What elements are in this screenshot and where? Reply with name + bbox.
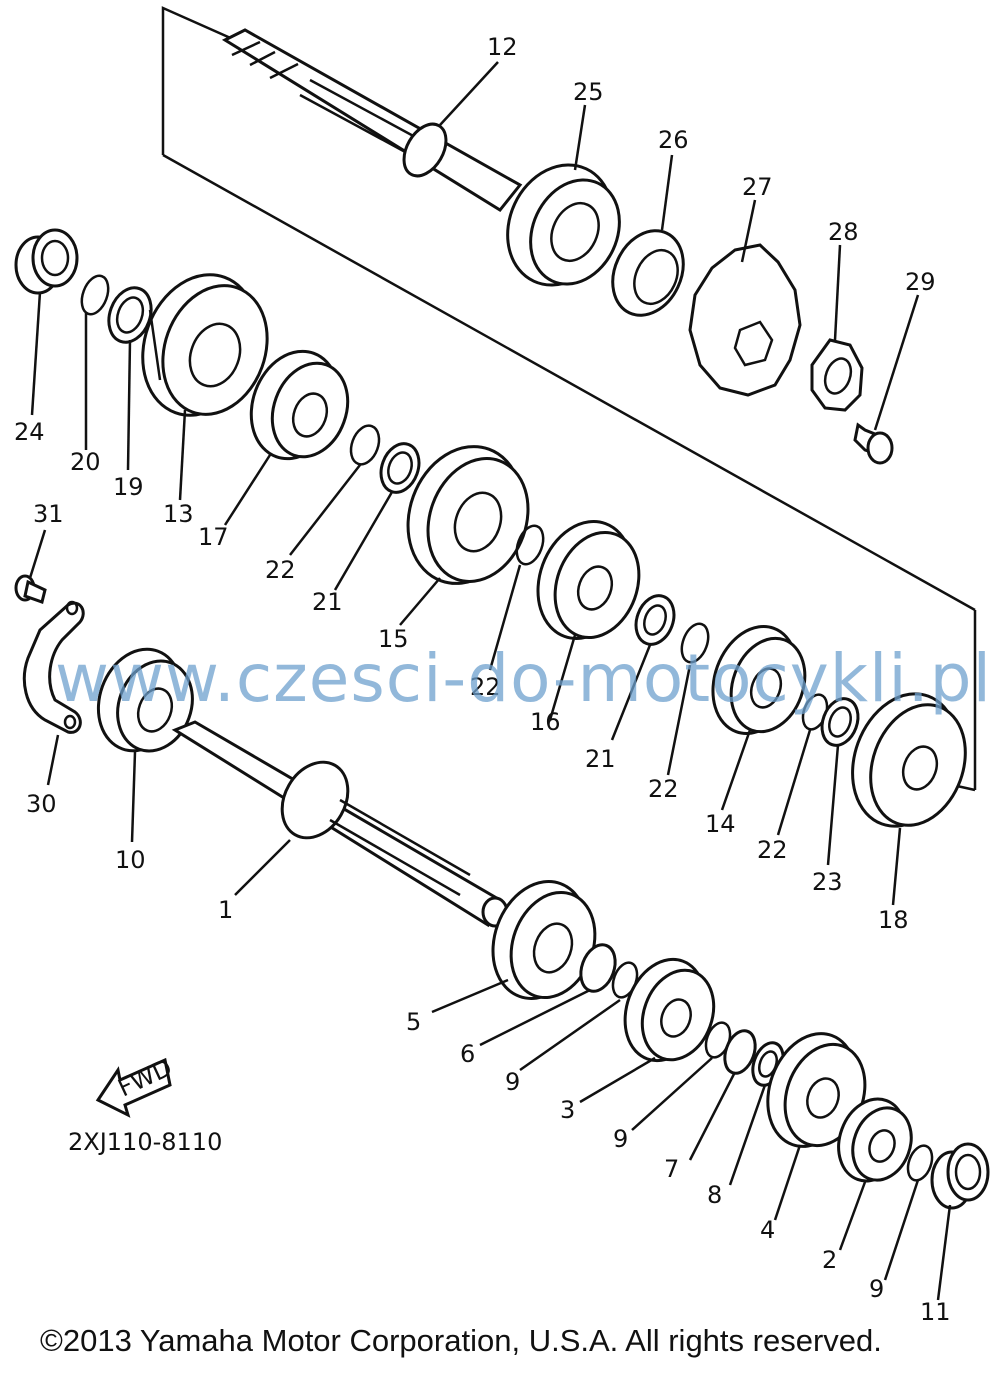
callout-28: 28 [828,218,859,246]
callout-22-c: 22 [648,775,679,803]
circlip-20 [80,274,110,316]
forward-arrow: FWD [95,1053,176,1118]
callout-25: 25 [573,78,604,106]
callout-8: 8 [707,1181,722,1209]
washer-21-lower [634,594,676,646]
screw-31 [14,574,47,604]
callout-10: 10 [115,846,146,874]
callout-1: 1 [218,896,233,924]
callout-2: 2 [822,1246,837,1274]
callout-19: 19 [113,473,144,501]
callout-15: 15 [378,625,409,653]
callout-5: 5 [406,1008,421,1036]
callout-11: 11 [920,1298,951,1326]
callout-14: 14 [705,810,736,838]
callout-4: 4 [760,1216,775,1244]
gear-16 [536,520,641,640]
callout-30: 30 [26,790,57,818]
bearing-11 [930,1142,990,1210]
callout-17: 17 [198,523,229,551]
callout-22-d: 22 [757,836,788,864]
callout-7: 7 [664,1155,679,1183]
callout-9-c: 9 [869,1275,884,1303]
callout-29: 29 [905,268,936,296]
washer-7 [723,1029,757,1075]
callout-numbers: 12 25 26 27 28 29 24 20 19 13 17 22 21 1… [14,33,951,1326]
gear-15 [406,445,530,585]
lock-washer-28 [810,338,864,412]
gear-13 [141,273,269,417]
circlip-9-right [906,1144,934,1182]
callout-12: 12 [487,33,518,61]
oil-seal-26 [611,229,685,317]
callout-27: 27 [742,173,773,201]
callout-3: 3 [560,1096,575,1124]
leader-lines [28,61,952,1301]
callout-26: 26 [658,126,689,154]
gear-2 [837,1097,913,1183]
bearing-stopper-30 [22,600,85,734]
gear-3 [623,957,716,1063]
callout-6: 6 [460,1040,475,1068]
gear-5 [491,880,597,1000]
callout-18: 18 [878,906,909,934]
washer-21-upper [379,442,421,494]
watermark: www.czesci-do-motocykli.pl [55,640,992,717]
washer-23 [820,697,860,747]
callout-22-a: 22 [265,556,296,584]
callout-21-b: 21 [585,745,616,773]
callout-9-a: 9 [505,1068,520,1096]
gear-14 [711,625,807,735]
bearing-24 [14,228,79,295]
bolt-29 [853,422,894,465]
callout-16: 16 [530,708,561,736]
circlip-22-middle [515,524,545,566]
bearing-10 [96,647,194,753]
diagram-code: 2XJ110-8110 [68,1128,222,1156]
circlip-22-upper [349,424,381,466]
callout-9-b: 9 [613,1125,628,1153]
callout-24: 24 [14,418,45,446]
main-axle [221,28,523,212]
callout-13: 13 [163,500,194,528]
callout-31: 31 [33,500,64,528]
circlip-22-right [680,622,710,664]
drive-sprocket-27 [688,243,802,397]
callout-22-b: 22 [470,673,501,701]
callout-23: 23 [812,868,843,896]
callout-20: 20 [70,448,101,476]
bearing-25 [506,163,621,287]
gear-18 [851,692,967,828]
copyright-notice: ©2013 Yamaha Motor Corporation, U.S.A. A… [40,1323,882,1358]
callout-21-a: 21 [312,588,343,616]
gear-17 [249,349,350,461]
